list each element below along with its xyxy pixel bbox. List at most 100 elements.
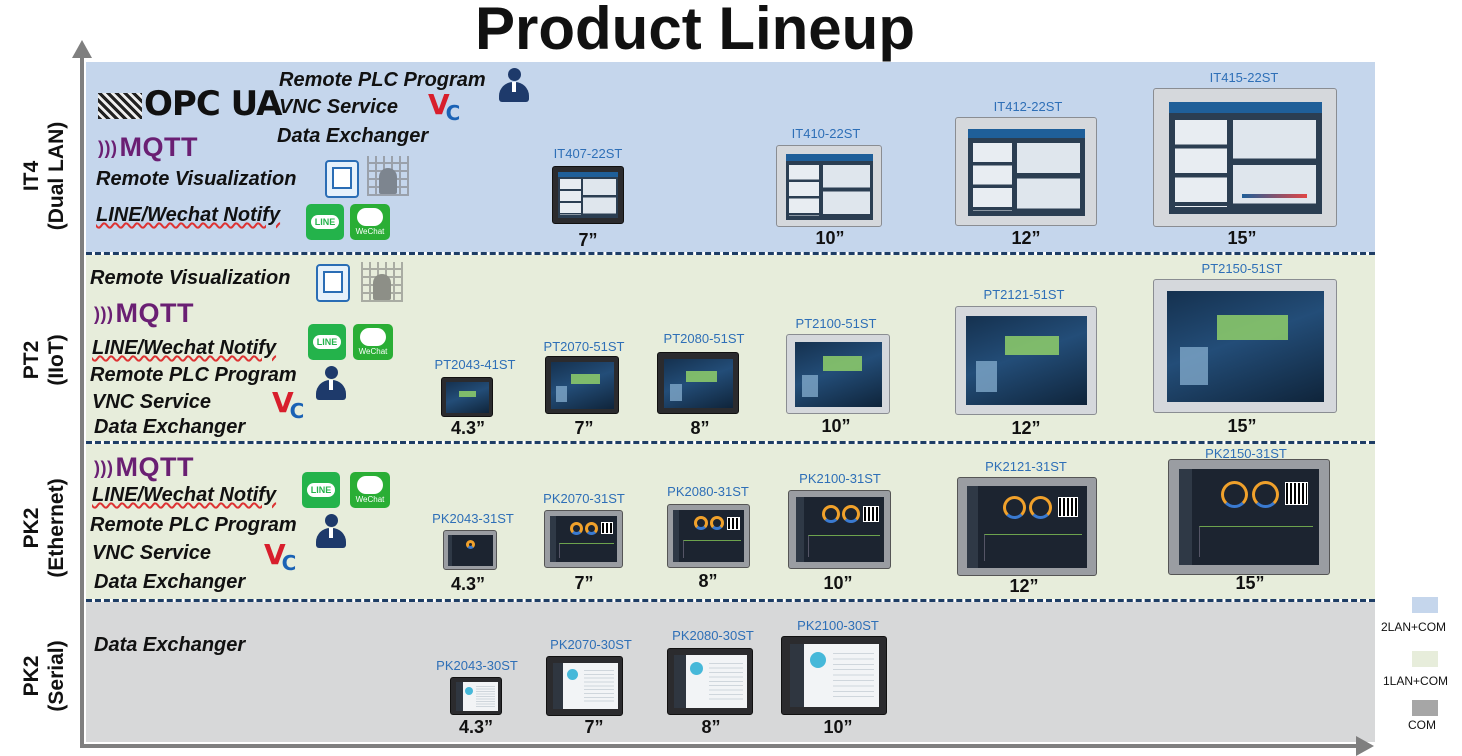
device-model: PT2150-51ST <box>1201 261 1283 276</box>
pt2-data-exchanger: Data Exchanger <box>94 416 246 438</box>
row-label-pk2s-line1: PK2 <box>20 655 43 697</box>
screen-size: 12” <box>1011 228 1041 248</box>
hmi-device <box>781 636 887 715</box>
y-axis <box>80 54 84 748</box>
pt2-engineer-icon <box>316 366 346 400</box>
row-label-pk2e-line1: PK2 <box>20 507 43 549</box>
device-model: IT412-22ST <box>993 99 1063 114</box>
hmi-device <box>955 306 1097 415</box>
it4-data-exchanger: Data Exchanger <box>277 125 429 147</box>
pt2-mqtt-logo: )))MQTT <box>94 298 194 328</box>
pk2e-wechat-icon: WeChat <box>350 472 390 508</box>
screen-size: 10” <box>821 416 851 436</box>
pk2s-data-exchanger: Data Exchanger <box>94 634 246 656</box>
device-model: IT407-22ST <box>553 146 623 161</box>
hmi-device <box>1153 88 1337 227</box>
pt2-wechat-icon: WeChat <box>353 324 393 360</box>
pt2-tablet-icon <box>316 264 350 302</box>
hmi-device <box>441 377 493 417</box>
separator-1 <box>86 252 1375 255</box>
hmi-device <box>657 352 739 414</box>
mqtt-signal-icon: ))) <box>94 304 114 325</box>
it4-engineer-icon <box>499 68 529 102</box>
screen-size: 12” <box>1009 576 1039 596</box>
separator-2 <box>86 441 1375 444</box>
device-model: PT2080-51ST <box>663 331 745 346</box>
device-model: PT2043-41ST <box>434 357 516 372</box>
screen-size: 8” <box>701 717 721 737</box>
row-label-pt2-line2: (IIoT) <box>45 334 68 386</box>
screen-size: 7” <box>574 418 594 438</box>
row-label-pk2e-line2: (Ethernet) <box>45 478 68 578</box>
it4-remote-plc: Remote PLC Program <box>279 69 486 91</box>
pk2e-remote-plc: Remote PLC Program <box>90 514 297 536</box>
device-model: PK2100-30ST <box>797 618 879 633</box>
hmi-device <box>1168 459 1330 575</box>
pk2e-vnc-service: VNC Service <box>92 542 211 564</box>
device-model: PT2070-51ST <box>543 339 625 354</box>
device-model: PK2150-31ST <box>1205 446 1287 461</box>
device-model: PK2080-31ST <box>667 484 749 499</box>
hmi-device <box>957 477 1097 576</box>
pt2-vnc-service: VNC Service <box>92 391 211 413</box>
device-model: PK2043-31ST <box>432 511 514 526</box>
screen-size: 8” <box>698 571 718 591</box>
hmi-device <box>776 145 882 227</box>
legend-swatch-com <box>1412 700 1438 716</box>
it4-vnc-icon: VC <box>428 88 461 125</box>
screen-size: 7” <box>574 573 594 593</box>
device-model: IT415-22ST <box>1209 70 1279 85</box>
page-title: Product Lineup <box>475 0 915 62</box>
legend-swatch-1lan <box>1412 651 1438 667</box>
it4-line-icon: LINE <box>306 204 344 240</box>
legend-label-1lan: 1LAN+COM <box>1383 674 1449 688</box>
screen-size: 10” <box>823 717 853 737</box>
it4-vnc-service: VNC Service <box>279 96 398 118</box>
screen-size: 10” <box>823 573 853 593</box>
screen-size: 4.3” <box>450 418 486 438</box>
pt2-remote-plc: Remote PLC Program <box>90 364 297 386</box>
hmi-device <box>786 334 890 414</box>
hmi-device <box>552 166 624 224</box>
pt2-remote-visualization: Remote Visualization <box>90 267 291 289</box>
pt2-line-icon: LINE <box>308 324 346 360</box>
hmi-device <box>450 677 502 715</box>
x-axis-arrow <box>1356 736 1374 756</box>
it4-grid-person-icon <box>367 156 409 196</box>
pt2-grid-person-icon <box>361 262 403 302</box>
y-axis-arrow <box>72 40 92 58</box>
row-label-pt2-line1: PT2 <box>20 340 43 380</box>
legend-label-2lan: 2LAN+COM <box>1381 620 1447 634</box>
screen-size: 12” <box>1011 418 1041 438</box>
x-axis <box>80 744 1362 748</box>
legend-swatch-2lan <box>1412 597 1438 613</box>
pk2e-line-wechat: LINE/Wechat Notify <box>92 484 277 506</box>
pk2e-data-exchanger: Data Exchanger <box>94 571 246 593</box>
hmi-device <box>955 117 1097 226</box>
hmi-device <box>667 648 753 715</box>
screen-size: 4.3” <box>458 717 494 737</box>
device-model: IT410-22ST <box>791 126 861 141</box>
pt2-line-wechat: LINE/Wechat Notify <box>92 337 277 359</box>
opc-ua-dots-icon <box>98 92 142 119</box>
opc-ua-text: OPC UA <box>144 84 282 124</box>
screen-size: 7” <box>578 230 598 250</box>
screen-size: 4.3” <box>450 574 486 594</box>
separator-3 <box>86 599 1375 602</box>
pk2e-vnc-icon: VC <box>264 538 297 575</box>
hmi-device <box>667 504 750 568</box>
pk2e-engineer-icon <box>316 514 346 548</box>
row-label-it4-line2: (Dual LAN) <box>45 121 68 231</box>
hmi-device <box>443 530 497 570</box>
device-model: PK2100-31ST <box>799 471 881 486</box>
hmi-device <box>788 490 891 569</box>
mqtt-signal-icon: ))) <box>94 458 114 479</box>
pk2e-line-icon: LINE <box>302 472 340 508</box>
device-model: PT2100-51ST <box>795 316 877 331</box>
screen-size: 7” <box>584 717 604 737</box>
mqtt-signal-icon: ))) <box>98 138 118 159</box>
row-label-pk2s-line2: (Serial) <box>45 640 68 712</box>
it4-wechat-icon: WeChat <box>350 204 390 240</box>
device-model: PK2043-30ST <box>436 658 518 673</box>
hmi-device <box>545 356 619 414</box>
